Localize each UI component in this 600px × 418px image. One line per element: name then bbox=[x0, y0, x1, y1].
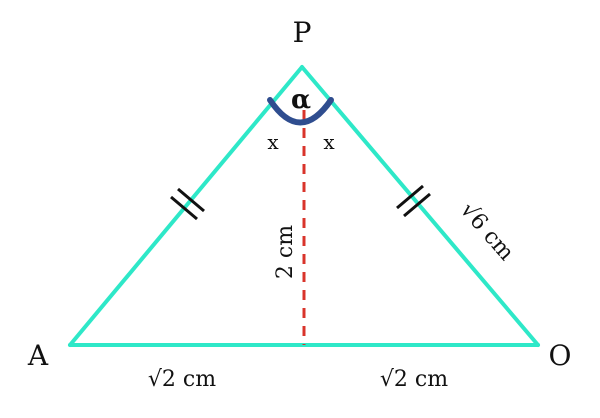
tick-marks-po bbox=[396, 184, 431, 218]
height-label: 2 cm bbox=[273, 225, 298, 279]
half-angle-left-label: x bbox=[267, 130, 279, 154]
side-po bbox=[300, 65, 540, 347]
half-angle-right-label: x bbox=[323, 130, 335, 154]
apex-angle-label: α bbox=[291, 85, 311, 115]
angle-arc bbox=[267, 97, 334, 126]
vertex-label-a: A bbox=[27, 339, 49, 372]
side-pa bbox=[68, 65, 304, 347]
tick-marks-pa bbox=[170, 187, 205, 221]
base-right-label: √2 cm bbox=[380, 367, 448, 392]
vertex-label-p: P bbox=[293, 16, 312, 49]
vertex-label-o: O bbox=[549, 339, 572, 372]
base-left-label: √2 cm bbox=[148, 367, 216, 392]
